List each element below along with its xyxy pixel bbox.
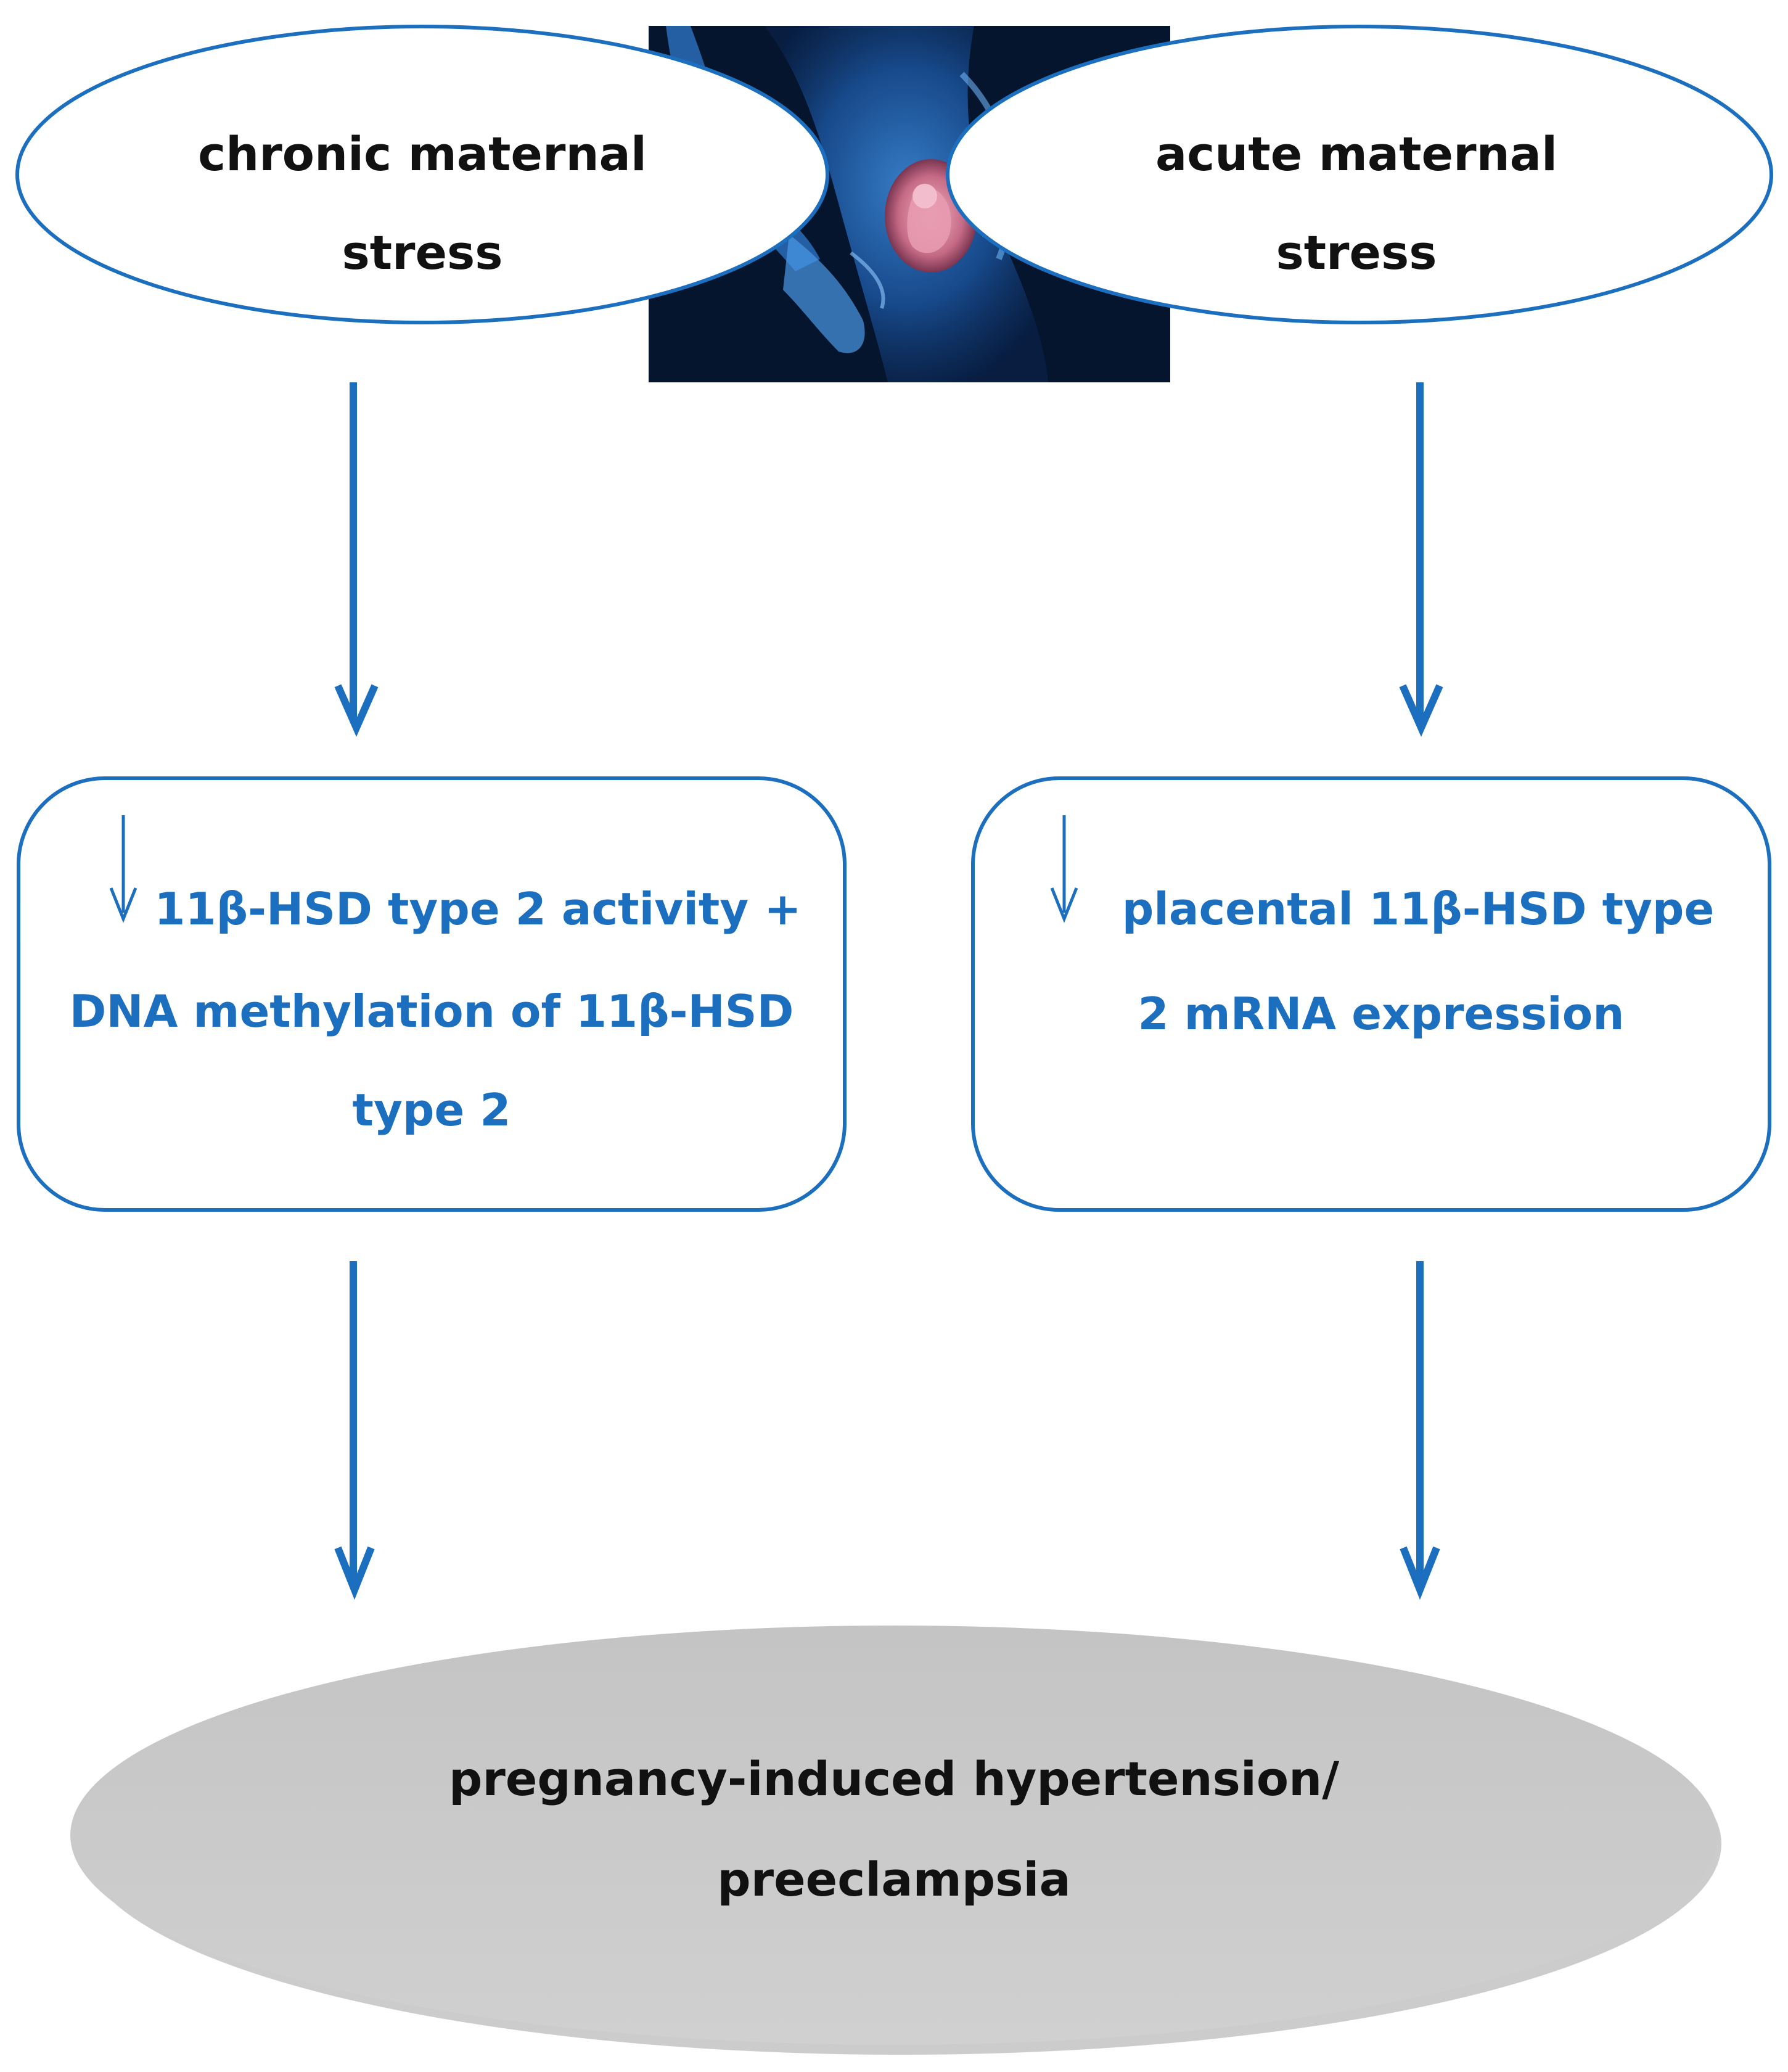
arrow-chronic-to-effect bbox=[334, 382, 379, 737]
chronic-effect-line3: type 2 bbox=[352, 1084, 511, 1136]
decrease-arrow-icon bbox=[109, 815, 137, 923]
outcome-ellipse bbox=[70, 1626, 1721, 2055]
chronic-effect-line1: 11β-HSD type 2 activity + bbox=[154, 883, 802, 935]
acute-stress-ellipse bbox=[946, 25, 1773, 324]
chronic-effect-line2: DNA methylation of 11β-HSD bbox=[69, 985, 794, 1037]
outcome-line2: preeclampsia bbox=[717, 1852, 1071, 1907]
acute-effect-box bbox=[971, 776, 1771, 1212]
chronic-stress-line1: chronic maternal bbox=[198, 126, 647, 181]
outcome-line1: pregnancy-induced hypertension/ bbox=[449, 1751, 1339, 1806]
chronic-stress-ellipse bbox=[15, 25, 829, 324]
arrow-acute-effect-to-outcome bbox=[1400, 1261, 1440, 1600]
acute-stress-line2: stress bbox=[1276, 225, 1437, 280]
acute-stress-line1: acute maternal bbox=[1155, 126, 1558, 181]
chronic-stress-line2: stress bbox=[342, 225, 503, 280]
acute-effect-line2: 2 mRNA expression bbox=[1138, 988, 1625, 1040]
acute-effect-line1: placental 11β-HSD type bbox=[1122, 883, 1715, 935]
chronic-effect-box bbox=[17, 776, 847, 1212]
arrow-chronic-effect-to-outcome bbox=[334, 1261, 375, 1600]
decrease-arrow-icon bbox=[1050, 815, 1078, 923]
arrow-acute-to-effect bbox=[1399, 382, 1443, 737]
